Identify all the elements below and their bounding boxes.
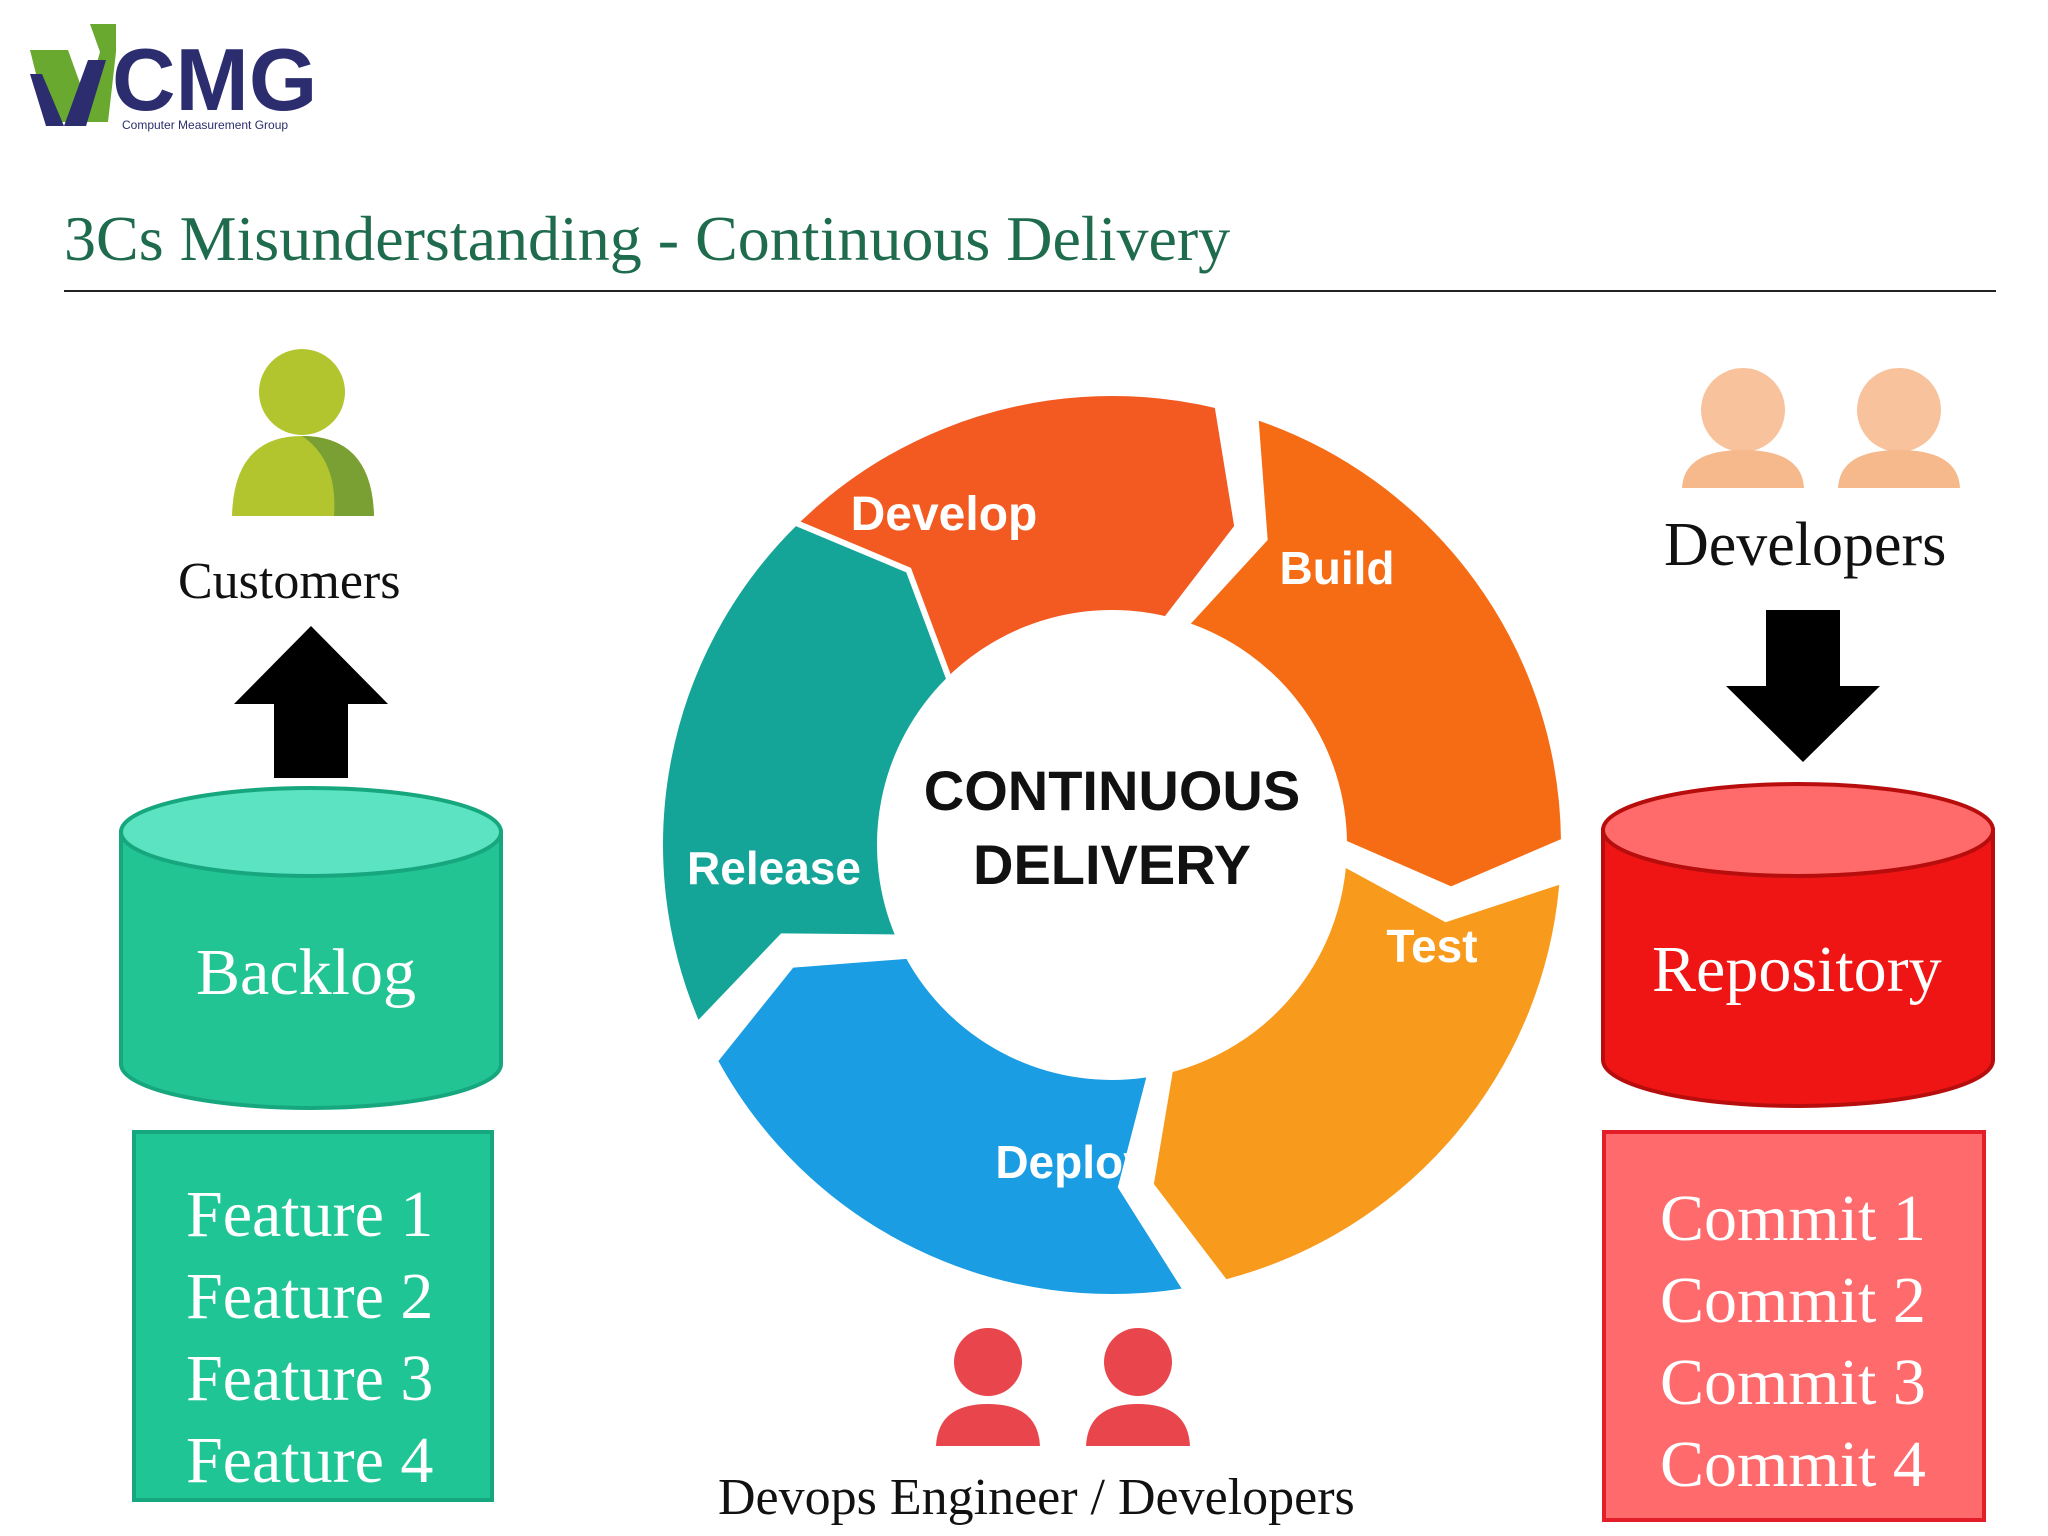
cycle-segment-build: [1180, 412, 1568, 893]
list-item: Commit 4: [1660, 1428, 1926, 1501]
customers-label: Customers: [178, 553, 401, 610]
continuous-delivery-cycle: [657, 390, 1568, 1300]
developers-label: Developers: [1664, 511, 1947, 579]
developer-person-icon: [1838, 368, 1960, 488]
devops-person-icon: [936, 1328, 1040, 1446]
customer-person-icon: [232, 349, 374, 516]
commit-list: Commit 1 Commit 2 Commit 3 Commit 4: [1602, 1130, 1986, 1522]
stage-label-build: Build: [1280, 542, 1395, 594]
list-item: Feature 1: [186, 1178, 434, 1251]
slide-title: 3Cs Misunderstanding - Continuous Delive…: [64, 203, 1231, 274]
cycle-segment-test: [1147, 858, 1566, 1287]
cycle-labels: Develop Build Test Deploy Release CONTIN…: [687, 488, 1478, 1188]
cycle-segment-release: [657, 519, 953, 1031]
logo-mark-navy: [30, 60, 106, 126]
list-item: Feature 2: [186, 1260, 434, 1333]
backlog-cylinder: [119, 786, 503, 1110]
down-arrow-icon: [1726, 610, 1880, 762]
stage-label-develop: Develop: [851, 488, 1038, 541]
stage-label-test: Test: [1386, 920, 1477, 972]
list-item: Commit 3: [1660, 1346, 1926, 1419]
logo-mark-stripe: [90, 24, 116, 52]
feature-list: Feature 1 Feature 2 Feature 3 Feature 4: [132, 1130, 494, 1502]
backlog-label: Backlog: [196, 936, 416, 1009]
repository-label: Repository: [1652, 933, 1942, 1006]
devops-label: Devops Engineer / Developers: [718, 1469, 1355, 1526]
repository-cylinder: [1601, 782, 1995, 1108]
logo-text: CMG: [112, 30, 317, 129]
cycle-center-line2: DELIVERY: [973, 833, 1251, 896]
stage-label-release: Release: [687, 842, 861, 894]
developer-person-icon: [1682, 368, 1804, 488]
list-item: Commit 2: [1660, 1264, 1926, 1337]
list-item: Commit 1: [1660, 1182, 1926, 1255]
cycle-segment-deploy: [711, 952, 1192, 1300]
stage-label-deploy: Deploy: [995, 1136, 1149, 1188]
list-item: Feature 4: [186, 1424, 434, 1497]
up-arrow-icon: [234, 626, 388, 778]
cycle-center-line1: CONTINUOUS: [924, 759, 1300, 822]
title-divider: [64, 290, 1996, 292]
list-item: Feature 3: [186, 1342, 434, 1415]
cycle-segment-develop: [725, 390, 1241, 726]
logo-subtext: Computer Measurement Group: [122, 118, 288, 132]
cmg-logo: CMG Computer Measurement Group: [30, 24, 317, 132]
devops-person-icon: [1086, 1328, 1190, 1446]
